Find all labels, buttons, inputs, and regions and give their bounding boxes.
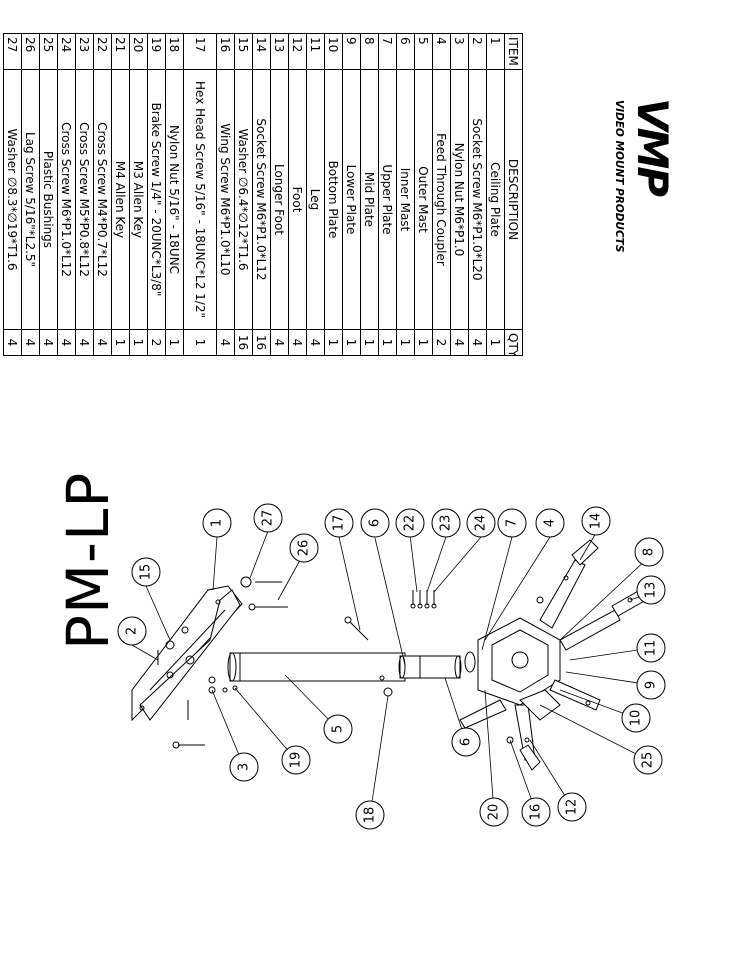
callout-number: 6 bbox=[368, 519, 383, 527]
callout-number: 16 bbox=[529, 804, 544, 821]
callout-balloon: 5 bbox=[323, 714, 353, 744]
callout-balloon: 14 bbox=[581, 506, 611, 536]
feed-through-coupler bbox=[464, 651, 476, 673]
callout-balloon: 6 bbox=[360, 508, 390, 538]
callout-number: 11 bbox=[644, 640, 659, 657]
callout-number: 8 bbox=[642, 548, 657, 556]
callout-balloon: 18 bbox=[355, 800, 385, 830]
hex-head-screw bbox=[344, 616, 369, 641]
callout-number: 27 bbox=[261, 510, 276, 527]
ceiling-bolts bbox=[157, 576, 288, 749]
callout-number: 24 bbox=[474, 515, 489, 532]
callout-number: 25 bbox=[641, 752, 656, 769]
adapter-assembly bbox=[459, 539, 647, 771]
callout-number: 5 bbox=[331, 725, 346, 733]
callout-balloon: 10 bbox=[621, 703, 651, 733]
callout-number: 14 bbox=[589, 513, 604, 530]
callout-balloon: 16 bbox=[521, 797, 551, 827]
callout-balloon: 1 bbox=[202, 508, 232, 538]
callout-balloon: 2 bbox=[117, 616, 147, 646]
outer-mast bbox=[227, 652, 406, 682]
callout-balloon: 20 bbox=[479, 797, 509, 827]
cross-screws bbox=[410, 590, 437, 609]
callout-number: 15 bbox=[139, 564, 154, 581]
callout-number: 26 bbox=[297, 540, 312, 557]
callout-number: 20 bbox=[487, 804, 502, 821]
callout-number: 1 bbox=[210, 519, 225, 527]
callout-number: 6 bbox=[459, 738, 474, 746]
callout-balloon: 27 bbox=[253, 503, 283, 533]
callout-balloon: 3 bbox=[229, 752, 259, 782]
leader-lines bbox=[131, 530, 652, 816]
callout-balloon: 12 bbox=[557, 792, 587, 822]
callout-number: 3 bbox=[237, 763, 252, 771]
callout-balloon: 7 bbox=[497, 508, 527, 538]
callout-balloon: 17 bbox=[324, 508, 354, 538]
callout-number: 4 bbox=[543, 519, 558, 527]
callout-number: 17 bbox=[332, 515, 347, 532]
callout-number: 23 bbox=[439, 515, 454, 532]
callout-balloon: 8 bbox=[634, 537, 664, 567]
callout-balloon: 15 bbox=[131, 557, 161, 587]
callout-number: 7 bbox=[505, 519, 520, 527]
logo-brand: VMP bbox=[628, 98, 677, 197]
callout-balloon: 26 bbox=[289, 533, 319, 563]
callout-balloon: 24 bbox=[466, 508, 496, 538]
callout-number: 10 bbox=[629, 710, 644, 727]
callout-balloon: 6 bbox=[451, 727, 481, 757]
callout-number: 13 bbox=[644, 582, 659, 599]
callout-balloon: 25 bbox=[633, 745, 663, 775]
callout-number: 2 bbox=[125, 627, 140, 635]
callout-balloon: 22 bbox=[395, 508, 425, 538]
callout-balloon: 4 bbox=[535, 508, 565, 538]
callout-balloon: 13 bbox=[636, 575, 666, 605]
callout-number: 12 bbox=[565, 799, 580, 816]
inner-mast bbox=[398, 655, 462, 679]
callout-balloon: 11 bbox=[636, 633, 666, 663]
callout-number: 18 bbox=[363, 807, 378, 824]
callout-number: 19 bbox=[289, 752, 304, 769]
logo-tagline: VIDEO MOUNT PRODUCTS bbox=[613, 100, 625, 252]
vmp-logo: VMP VIDEO MOUNT PRODUCTS bbox=[613, 98, 677, 252]
callout-number: 9 bbox=[644, 681, 659, 689]
callout-balloon: 19 bbox=[281, 745, 311, 775]
ceiling-plate bbox=[131, 585, 243, 722]
callout-number: 22 bbox=[403, 515, 418, 532]
callout-balloon: 23 bbox=[431, 508, 461, 538]
callout-balloon: 9 bbox=[636, 670, 666, 700]
